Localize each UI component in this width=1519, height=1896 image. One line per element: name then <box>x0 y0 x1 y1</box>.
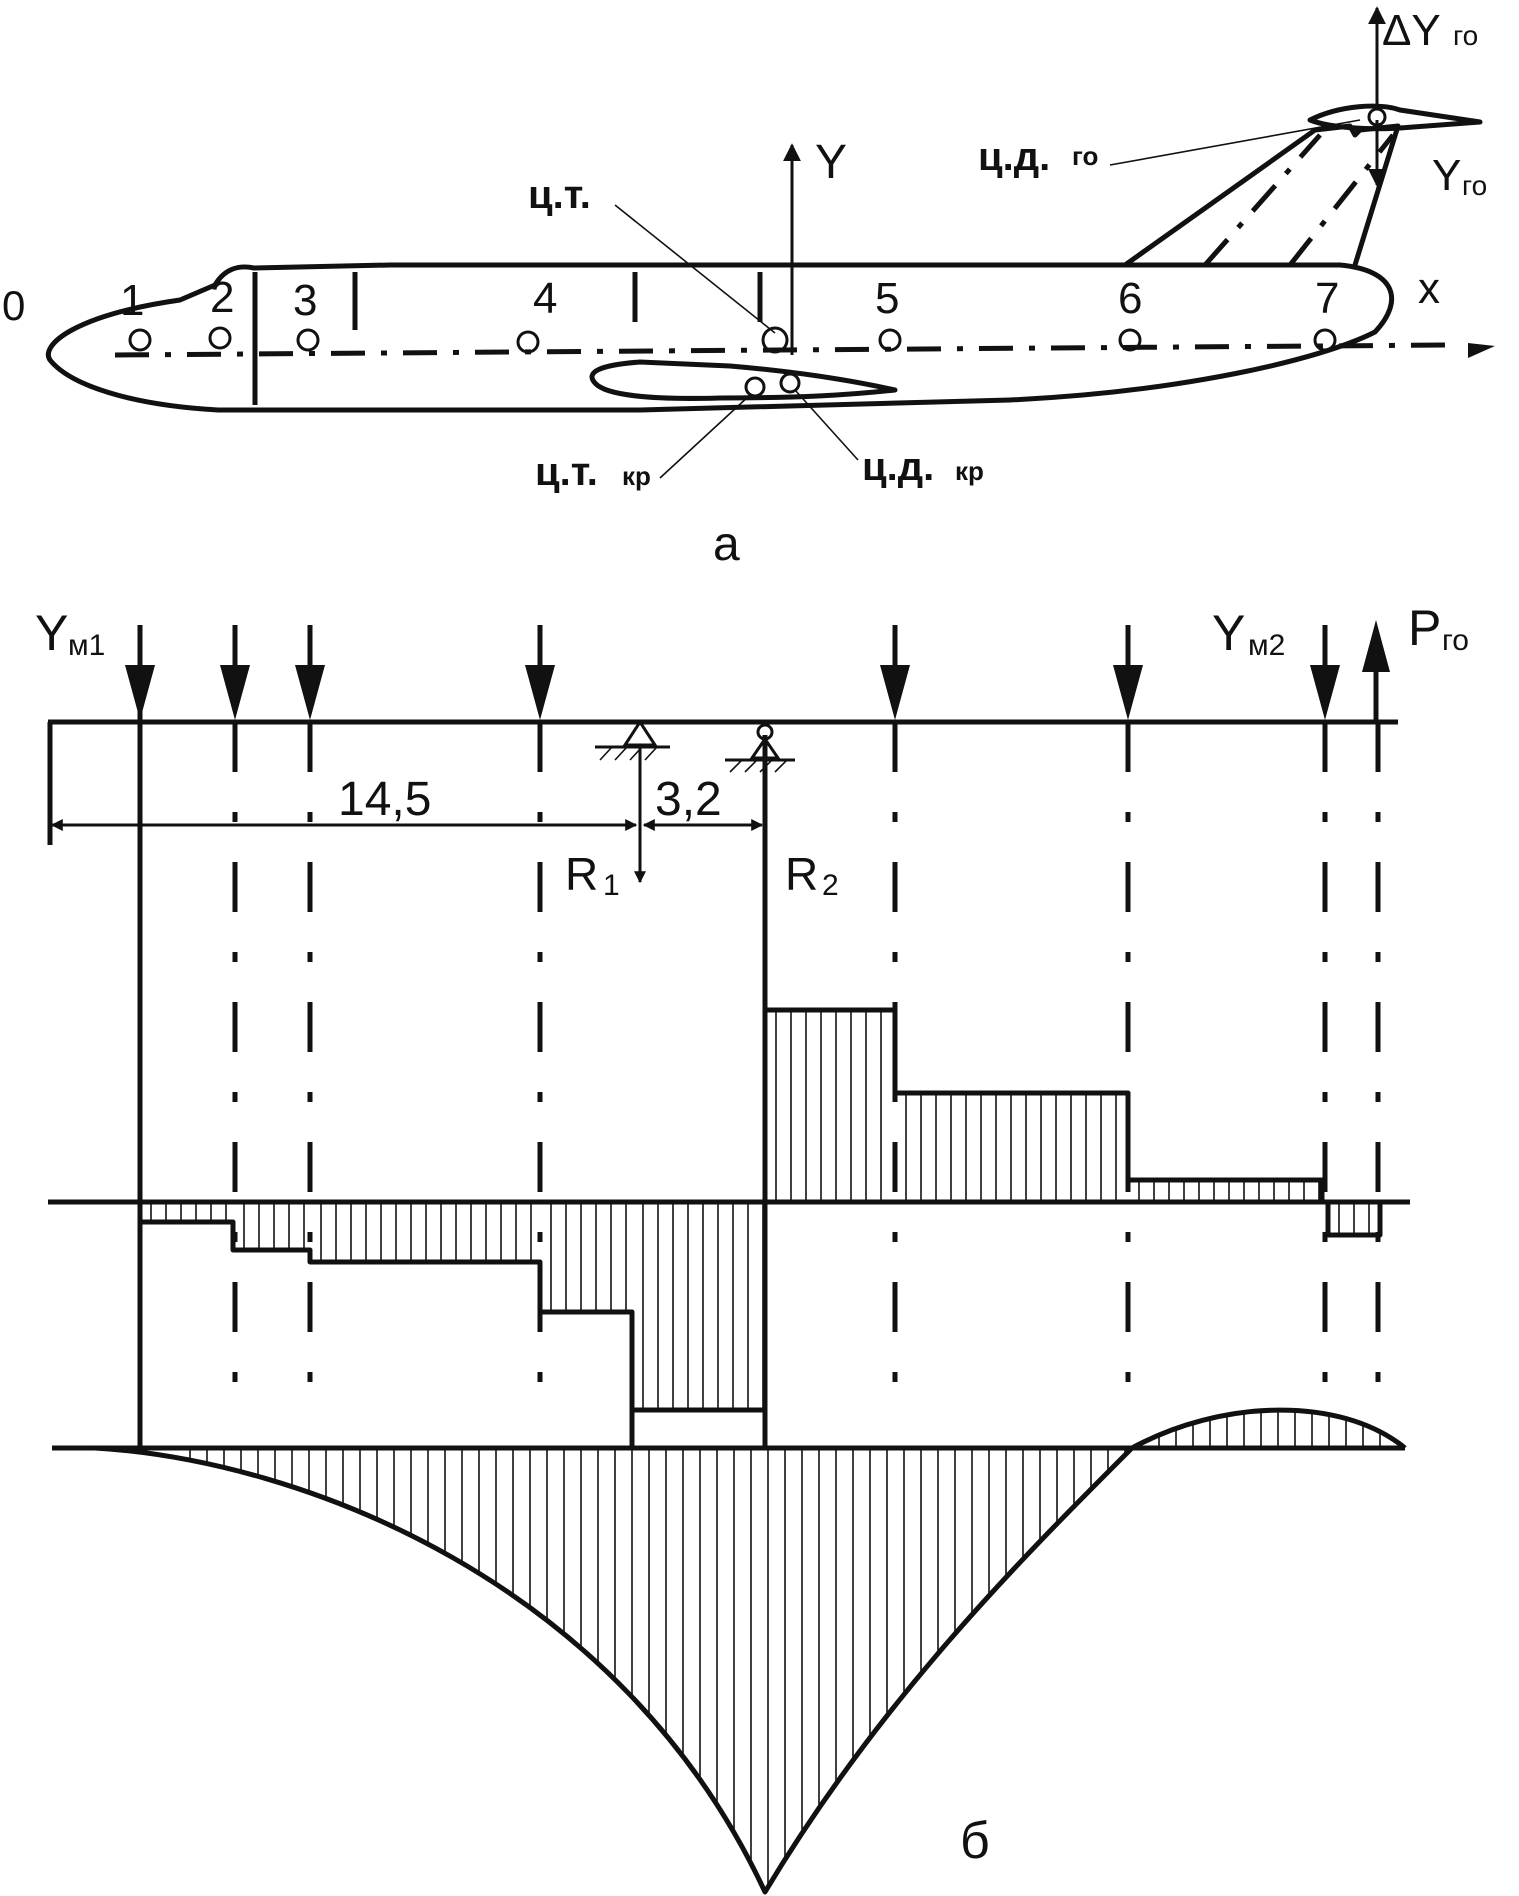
load-arrowhead-1 <box>125 665 155 720</box>
load-arrowhead-5 <box>880 665 910 720</box>
station-label-1: 1 <box>120 276 144 325</box>
load-arrowhead-7 <box>1310 665 1340 720</box>
pgo-arrowhead <box>1362 620 1390 672</box>
tail-lift-sub: го <box>1462 170 1487 201</box>
cg-label: ц.т. <box>528 173 591 217</box>
tail-fin <box>1123 123 1401 268</box>
station-point-7 <box>1313 328 1337 352</box>
tail-cp-sub: го <box>1072 141 1098 171</box>
horizontal-stabilizer <box>1307 103 1483 132</box>
cg-leader <box>614 204 776 334</box>
origin-label: 0 <box>2 282 25 329</box>
cg-point <box>761 326 789 354</box>
load-arrows <box>125 625 1340 720</box>
dim-label-2: 3,2 <box>655 773 722 826</box>
moment-diagram <box>94 1407 1407 1895</box>
r2-sub: 2 <box>822 869 839 902</box>
wing-cp-point <box>779 372 801 394</box>
ym2-label: Y <box>1212 605 1245 661</box>
station-label-4: 4 <box>533 274 557 323</box>
wing-cg-point <box>744 376 766 398</box>
load-arrowhead-3 <box>295 665 325 720</box>
station-point-6 <box>1118 328 1142 352</box>
r2-label: R <box>785 848 818 900</box>
support-1 <box>595 719 670 761</box>
ym2-sub: м2 <box>1248 629 1285 662</box>
dim-label-1: 14,5 <box>338 773 431 826</box>
load-arrowhead-4 <box>525 665 555 720</box>
y-axis-label: Y <box>815 136 847 189</box>
tail-cp-leader <box>1109 119 1361 166</box>
x-axis-arrowhead <box>1468 343 1495 358</box>
wing-cg-leader <box>659 394 751 479</box>
wing-cg-sub: кр <box>622 461 651 491</box>
delta-tail-label: ΔY <box>1382 6 1441 55</box>
tail-fin-spar-2 <box>1288 133 1395 267</box>
station-point-3 <box>296 328 320 352</box>
support-2 <box>725 723 795 773</box>
station-label-3: 3 <box>293 276 317 325</box>
station-label-6: 6 <box>1118 274 1142 323</box>
station-label-2: 2 <box>210 273 234 322</box>
station-points <box>128 326 1337 354</box>
load-arrowhead-2 <box>220 665 250 720</box>
moment-hatching <box>189 1410 1381 1888</box>
tail-lift-label: Y <box>1432 151 1461 200</box>
station-point-4 <box>516 330 540 354</box>
tail-fin-spar-1 <box>1203 133 1322 267</box>
station-point-5 <box>878 328 902 352</box>
ym1-label: Y <box>35 605 68 661</box>
x-axis-label: x <box>1418 264 1440 313</box>
r1-label: R <box>565 848 598 900</box>
load-arrowhead-6 <box>1113 665 1143 720</box>
delta-tail-sub: го <box>1453 20 1478 51</box>
station-label-5: 5 <box>875 274 899 323</box>
station-point-1 <box>128 328 152 352</box>
tail-cp-label: ц.д. <box>978 135 1050 179</box>
shear-hatching <box>150 1010 1370 1410</box>
wing-cg-label: ц.т. <box>535 450 598 494</box>
caption-a: а <box>713 518 740 571</box>
caption-b: б <box>960 1812 990 1870</box>
station-labels: 1 2 3 4 5 6 7 <box>120 273 1339 325</box>
wing-cp-label: ц.д. <box>862 445 934 489</box>
ym1-sub: м1 <box>68 629 105 662</box>
load-diagrams: 14,5 3,2 R 1 R 2 Y м1 Y м2 P го б <box>35 600 1469 1895</box>
wing-cp-sub: кр <box>955 456 984 486</box>
r1-sub: 1 <box>603 869 620 902</box>
fuselage-outline <box>46 262 1394 413</box>
wing-cp-leader <box>794 389 859 461</box>
wing-profile <box>589 359 898 401</box>
pgo-sub: го <box>1442 624 1469 657</box>
station-label-7: 7 <box>1315 274 1339 323</box>
pgo-label: P <box>1408 600 1441 656</box>
shear-diagram <box>137 1007 1383 1413</box>
station-point-2 <box>208 326 232 350</box>
